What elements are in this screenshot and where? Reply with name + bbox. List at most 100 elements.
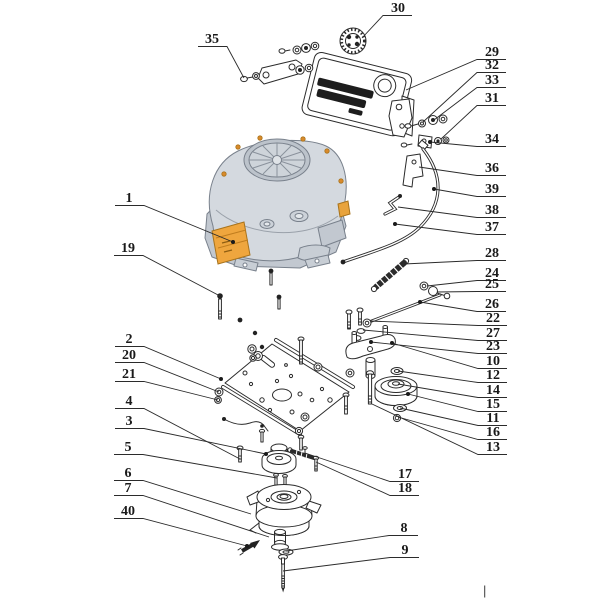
callout-36: 36 bbox=[485, 161, 499, 176]
callout-layer: 1234567891011121314151617181920212223242… bbox=[114, 1, 507, 572]
callout-10: 10 bbox=[486, 354, 500, 369]
callout-7: 7 bbox=[125, 481, 132, 496]
callout-19: 19 bbox=[121, 241, 135, 256]
fuel-cap bbox=[339, 27, 367, 55]
leader-dot-34 bbox=[428, 140, 432, 144]
leader-line-39 bbox=[433, 188, 506, 197]
callout-5: 5 bbox=[125, 440, 132, 455]
callout-15: 15 bbox=[486, 397, 500, 412]
idler-pulley-stack bbox=[366, 367, 418, 423]
leader-line-19 bbox=[114, 255, 221, 297]
bracket-bolts bbox=[345, 307, 364, 330]
throttle-cable bbox=[340, 139, 440, 265]
callout-34: 34 bbox=[485, 132, 499, 147]
callout-20: 20 bbox=[122, 348, 136, 363]
leader-line-38 bbox=[397, 206, 506, 218]
callout-25: 25 bbox=[485, 277, 499, 292]
callout-26: 26 bbox=[485, 297, 499, 312]
callout-24: 24 bbox=[485, 266, 499, 281]
leader-line-37 bbox=[394, 223, 506, 235]
tank-warning-label bbox=[317, 77, 374, 99]
callout-30: 30 bbox=[391, 1, 405, 16]
mounting-plate bbox=[214, 336, 355, 451]
leader-line-33 bbox=[433, 87, 506, 121]
leader-line-30 bbox=[361, 15, 412, 39]
leader-line-18 bbox=[315, 461, 419, 496]
leader-line-7 bbox=[114, 495, 270, 538]
idler-arm bbox=[222, 417, 320, 472]
leader-dot-39 bbox=[432, 187, 436, 191]
callout-22: 22 bbox=[486, 311, 500, 326]
leader-dot-3 bbox=[264, 452, 268, 456]
callout-16: 16 bbox=[486, 425, 500, 440]
leader-line-40 bbox=[114, 518, 248, 547]
carb-cover bbox=[337, 200, 351, 218]
leader-line-13 bbox=[371, 403, 507, 455]
callout-38: 38 bbox=[485, 203, 499, 218]
leader-line-34 bbox=[429, 141, 506, 147]
callout-21: 21 bbox=[122, 367, 136, 382]
callout-4: 4 bbox=[126, 394, 133, 409]
callout-8: 8 bbox=[401, 521, 408, 536]
shaft-hardware bbox=[237, 528, 294, 593]
filler-neck bbox=[373, 74, 397, 98]
bell-crank bbox=[345, 325, 396, 379]
callout-33: 33 bbox=[485, 73, 499, 88]
leader-line-17 bbox=[304, 452, 419, 482]
leader-line-11 bbox=[399, 407, 507, 426]
leader-line-24 bbox=[426, 280, 506, 287]
callout-27: 27 bbox=[486, 326, 500, 341]
callout-1: 1 bbox=[126, 191, 133, 206]
callout-12: 12 bbox=[486, 368, 500, 383]
leader-line-25 bbox=[436, 291, 506, 293]
leader-line-3 bbox=[115, 428, 267, 455]
leader-line-35 bbox=[198, 46, 245, 79]
callout-28: 28 bbox=[485, 246, 499, 261]
leader-dot-15 bbox=[406, 392, 410, 396]
leader-line-5 bbox=[114, 454, 278, 479]
leader-line-36 bbox=[418, 166, 506, 176]
callout-17: 17 bbox=[398, 467, 412, 482]
leader-line-9 bbox=[282, 557, 419, 572]
electric-clutch bbox=[246, 484, 322, 536]
callout-2: 2 bbox=[126, 332, 133, 347]
leader-dot-40 bbox=[245, 544, 249, 548]
engine-pulley bbox=[236, 428, 297, 487]
fuel-tank bbox=[301, 51, 415, 137]
callout-31: 31 bbox=[485, 91, 499, 106]
leader-line-1 bbox=[115, 205, 234, 243]
leader-line-22 bbox=[369, 320, 507, 326]
control-rod bbox=[352, 281, 451, 341]
leader-line-27 bbox=[362, 329, 507, 341]
extension-spring bbox=[370, 257, 410, 293]
callout-3: 3 bbox=[126, 414, 133, 429]
cable-clamp-bracket bbox=[402, 153, 424, 188]
leader-dot-37 bbox=[393, 222, 397, 226]
leader-line-29 bbox=[405, 59, 506, 91]
leader-line-23 bbox=[370, 341, 507, 354]
callout-6: 6 bbox=[125, 466, 132, 481]
leader-line-16 bbox=[397, 416, 507, 440]
callout-40: 40 bbox=[121, 504, 135, 519]
page-tick: | bbox=[483, 583, 487, 598]
leader-line-32 bbox=[422, 72, 506, 123]
leader-line-10 bbox=[391, 342, 507, 369]
leader-dot-2 bbox=[219, 377, 223, 381]
leader-line-6 bbox=[114, 480, 252, 515]
leader-line-26 bbox=[419, 301, 506, 312]
tank-mount-hardware bbox=[388, 98, 450, 188]
callout-18: 18 bbox=[398, 481, 412, 496]
callout-37: 37 bbox=[485, 220, 499, 235]
leader-line-21 bbox=[115, 381, 219, 401]
tank-bracket bbox=[240, 41, 320, 85]
leader-dot-26 bbox=[418, 300, 422, 304]
leader-dot-1 bbox=[231, 240, 235, 244]
leader-line-12 bbox=[397, 370, 507, 383]
leader-line-8 bbox=[285, 535, 418, 552]
leader-line-14 bbox=[397, 383, 507, 398]
leader-line-20 bbox=[115, 362, 220, 393]
callout-9: 9 bbox=[402, 543, 409, 558]
callout-14: 14 bbox=[486, 383, 500, 398]
